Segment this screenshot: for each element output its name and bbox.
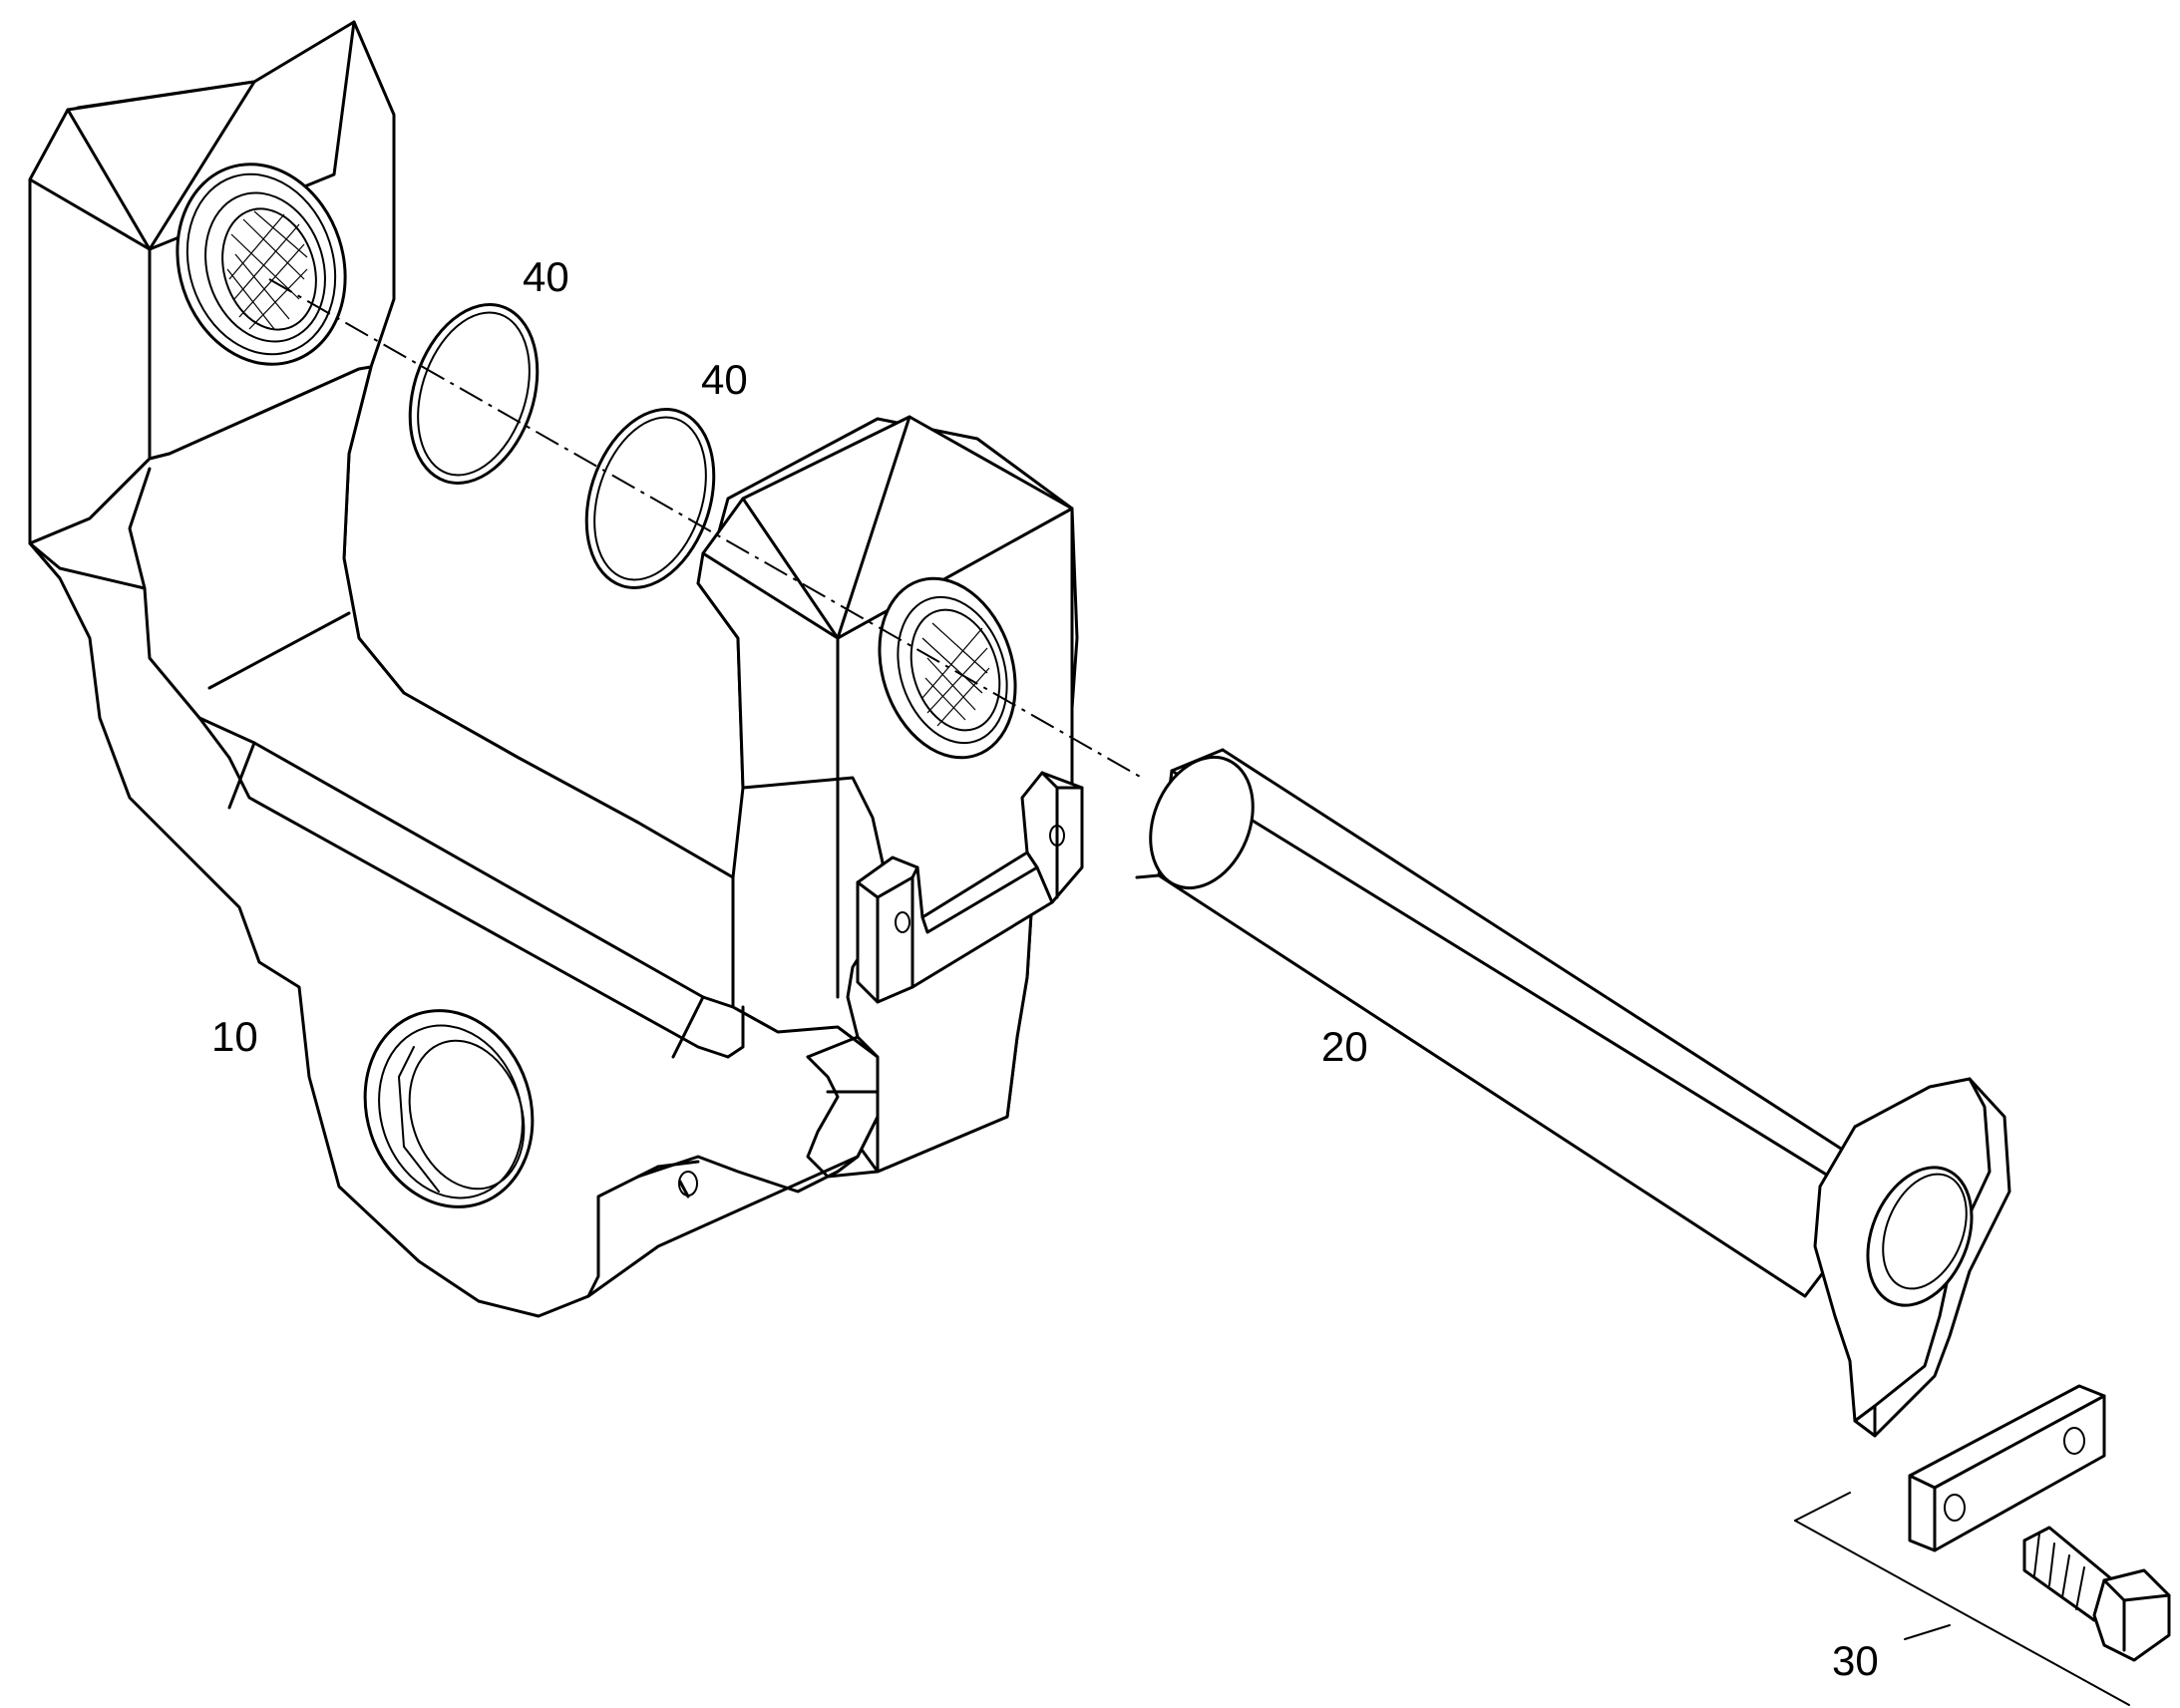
- assembly-axis-line: [268, 278, 1143, 779]
- callout-bracket: 10: [211, 1013, 258, 1060]
- seal-ring-lower: [584, 408, 716, 589]
- seal-ring-upper: [408, 303, 540, 485]
- right-lug: [696, 415, 1084, 1174]
- callout-seal-ring-lower: 40: [701, 356, 748, 403]
- pin-part: [1135, 748, 2011, 1438]
- lower-bore: [363, 1009, 535, 1208]
- lock-set-part: [1794, 1384, 2171, 1706]
- upper-left-bore: [176, 163, 347, 366]
- bracket-part: [28, 20, 1084, 1318]
- callout-lock-set-leader: [1904, 1624, 1951, 1640]
- callout-pin: 20: [1321, 1023, 1368, 1070]
- callout-lock-set: 30: [1832, 1637, 1879, 1684]
- callout-seal-ring-upper: 40: [523, 253, 569, 300]
